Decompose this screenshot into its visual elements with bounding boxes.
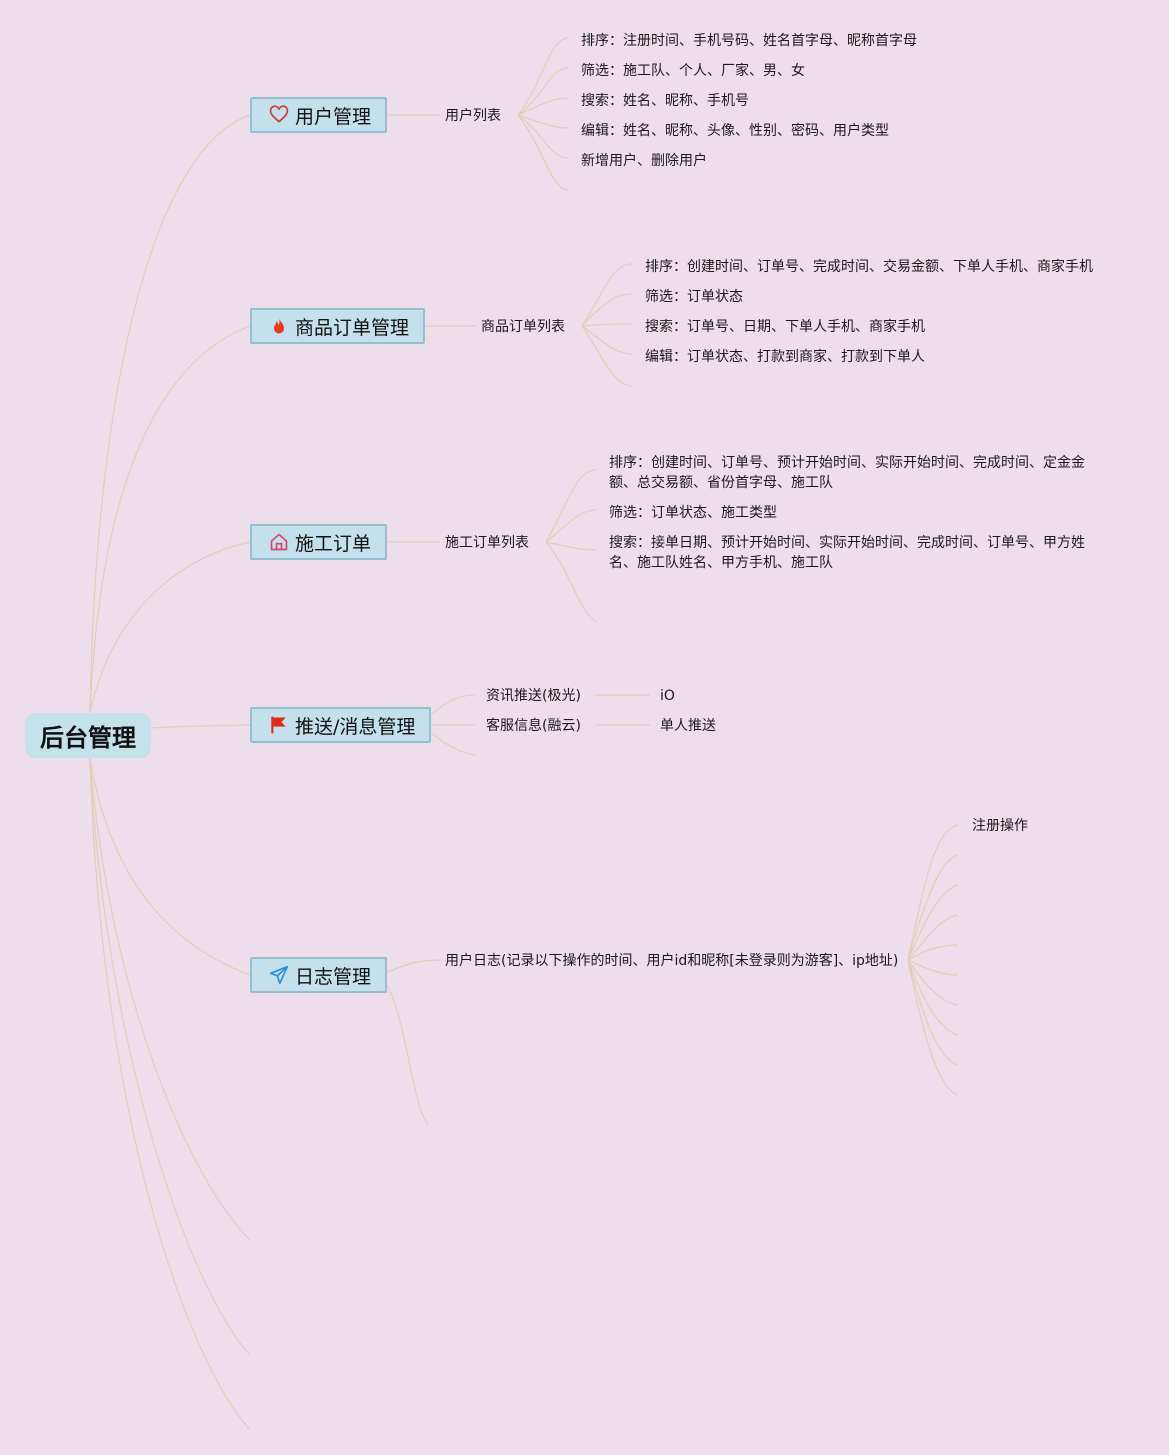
leaf-item[interactable]: 搜索：接单日期、预计开始时间、实际开始时间、完成时间、订单号、甲方姓名、施工队姓… [609, 535, 1085, 571]
leaf-item[interactable]: 新增用户、删除用户 [581, 153, 707, 169]
send-icon [268, 964, 290, 986]
root-label: 后台管理 [40, 724, 136, 752]
root-node[interactable]: 后台管理 [25, 713, 151, 758]
leaf-item[interactable]: 排序：创建时间、订单号、完成时间、交易金额、下单人手机、商家手机 [645, 259, 1093, 275]
leaf-item[interactable]: 筛选：订单状态、施工类型 [609, 505, 777, 521]
branch-user-management[interactable]: 用户管理 [250, 97, 388, 133]
branch-label: 施工订单 [295, 532, 372, 555]
heart-icon [268, 104, 290, 126]
topic-user-list[interactable]: 用户列表 [445, 108, 501, 124]
leaf-item[interactable]: 排序：注册时间、手机号码、姓名首字母、昵称首字母 [581, 33, 917, 49]
leaf-item[interactable]: 筛选：施工队、个人、厂家、男、女 [581, 63, 805, 79]
branch-log-management[interactable]: 日志管理 [250, 957, 388, 993]
leaf-item[interactable]: 搜索：订单号、日期、下单人手机、商家手机 [645, 319, 925, 335]
branch-label: 推送/消息管理 [295, 715, 416, 738]
branch-label: 用户管理 [295, 105, 372, 128]
flag-icon [268, 714, 290, 736]
branch-label: 日志管理 [295, 965, 372, 988]
leaf-item[interactable]: 排序：创建时间、订单号、预计开始时间、实际开始时间、完成时间、定金金额、总交易额… [609, 455, 1085, 491]
branch-construction-orders[interactable]: 施工订单 [250, 524, 388, 560]
leaf-item[interactable]: 搜索：姓名、昵称、手机号 [581, 93, 749, 109]
topic-customer-service[interactable]: 客服信息(融云) [486, 718, 581, 734]
fire-icon [268, 315, 290, 337]
home-icon [268, 531, 290, 553]
leaf-item[interactable]: 注册操作 [972, 818, 1028, 834]
branch-product-orders[interactable]: 商品订单管理 [250, 308, 426, 344]
leaf-item[interactable]: 单人推送 [660, 718, 716, 734]
topic-construction-order-list[interactable]: 施工订单列表 [445, 535, 529, 551]
topic-news-push[interactable]: 资讯推送(极光) [486, 688, 581, 704]
leaf-item[interactable]: 编辑：订单状态、打款到商家、打款到下单人 [645, 349, 925, 365]
leaf-item[interactable]: 编辑：姓名、昵称、头像、性别、密码、用户类型 [581, 123, 889, 139]
leaf-item[interactable]: iO [660, 688, 675, 704]
branch-label: 商品订单管理 [295, 316, 410, 339]
branch-push-messages[interactable]: 推送/消息管理 [250, 707, 432, 743]
topic-user-log[interactable]: 用户日志(记录以下操作的时间、用户id和昵称[未登录则为游客]、ip地址) [445, 953, 899, 969]
leaf-item[interactable]: 筛选：订单状态 [645, 289, 743, 305]
topic-product-order-list[interactable]: 商品订单列表 [481, 319, 565, 335]
